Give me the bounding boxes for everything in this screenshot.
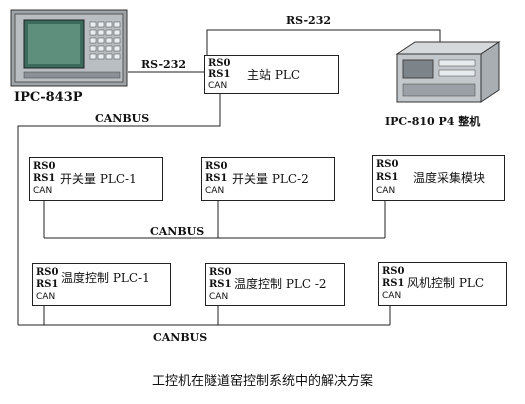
switch1-rs1: RS1: [33, 173, 56, 184]
switch-plc-2-box: RS0 RS1 CAN 开关量 PLC-2: [201, 157, 335, 201]
switch2-rs0: RS0: [205, 161, 228, 172]
switch2-rs1: RS1: [205, 173, 228, 184]
industrial-pc-icon: [10, 9, 128, 87]
temp-acq-name: 温度采集模块: [413, 171, 486, 185]
master-plc-name: 主站 PLC: [247, 68, 301, 82]
tempacq-can: CAN: [376, 186, 396, 196]
figure-caption: 工控机在隧道窑控制系统中的解决方案: [151, 374, 373, 389]
switch-plc-1-name: 开关量 PLC-1: [60, 172, 137, 186]
ipc-843p-label: IPC-843P: [14, 90, 83, 105]
master-rs0: RS0: [208, 58, 231, 69]
switch-plc-1-box: RS0 RS1 CAN 开关量 PLC-1: [29, 157, 163, 201]
master-can-line: [17, 93, 221, 325]
tempacq-rs1: RS1: [376, 172, 399, 183]
canbus-label-2: CANBUS: [150, 225, 205, 238]
rack-pc-icon: [395, 41, 501, 103]
temp-ctrl-plc-2-box: RS0 RS1 CAN 温度控制 PLC -2: [205, 263, 345, 306]
tempctrl2-rs0: RS0: [209, 267, 232, 278]
fan-can: CAN: [382, 291, 402, 301]
rs232-left-label: RS-232: [141, 58, 187, 71]
master-plc-box: RS0 RS1 CAN 主站 PLC: [204, 55, 339, 94]
tempctrl1-rs0: RS0: [36, 267, 59, 278]
ipc-810-device: [393, 40, 501, 104]
tempacq-rs0: RS0: [376, 159, 399, 170]
fan-ctrl-plc-box: RS0 RS1 CAN 风机控制 PLC: [378, 262, 507, 306]
master-can: CAN: [208, 81, 228, 91]
canbus-label-3: CANBUS: [153, 331, 208, 344]
rs232-top-label: RS-232: [286, 14, 332, 27]
temp-ctrl-plc-1-box: RS0 RS1 CAN 温度控制 PLC-1: [32, 263, 171, 306]
temp-ctrl-plc-2-name: 温度控制 PLC -2: [234, 277, 327, 291]
switch2-can: CAN: [205, 186, 225, 196]
ipc-810-label: IPC-810 P4 整机: [385, 115, 481, 128]
rs232-top-line: [206, 29, 441, 58]
temp-acq-box: RS0 RS1 CAN 温度采集模块: [372, 155, 505, 201]
switch1-rs0: RS0: [33, 161, 56, 172]
master-rs1: RS1: [208, 69, 231, 80]
tempctrl1-rs1: RS1: [36, 279, 59, 290]
tempctrl2-can: CAN: [209, 292, 229, 302]
switch1-can: CAN: [33, 186, 53, 196]
temp-ctrl-plc-1-name: 温度控制 PLC-1: [61, 271, 150, 285]
tempctrl2-rs1: RS1: [209, 279, 232, 290]
fan-rs1: RS1: [382, 278, 405, 289]
switch-plc-2-name: 开关量 PLC-2: [232, 172, 309, 186]
fan-ctrl-plc-name: 风机控制 PLC: [407, 276, 485, 290]
ipc-843p-device: [10, 8, 128, 88]
tempctrl1-can: CAN: [36, 292, 56, 302]
canbus-label-1: CANBUS: [95, 112, 150, 125]
fan-rs0: RS0: [382, 266, 405, 277]
